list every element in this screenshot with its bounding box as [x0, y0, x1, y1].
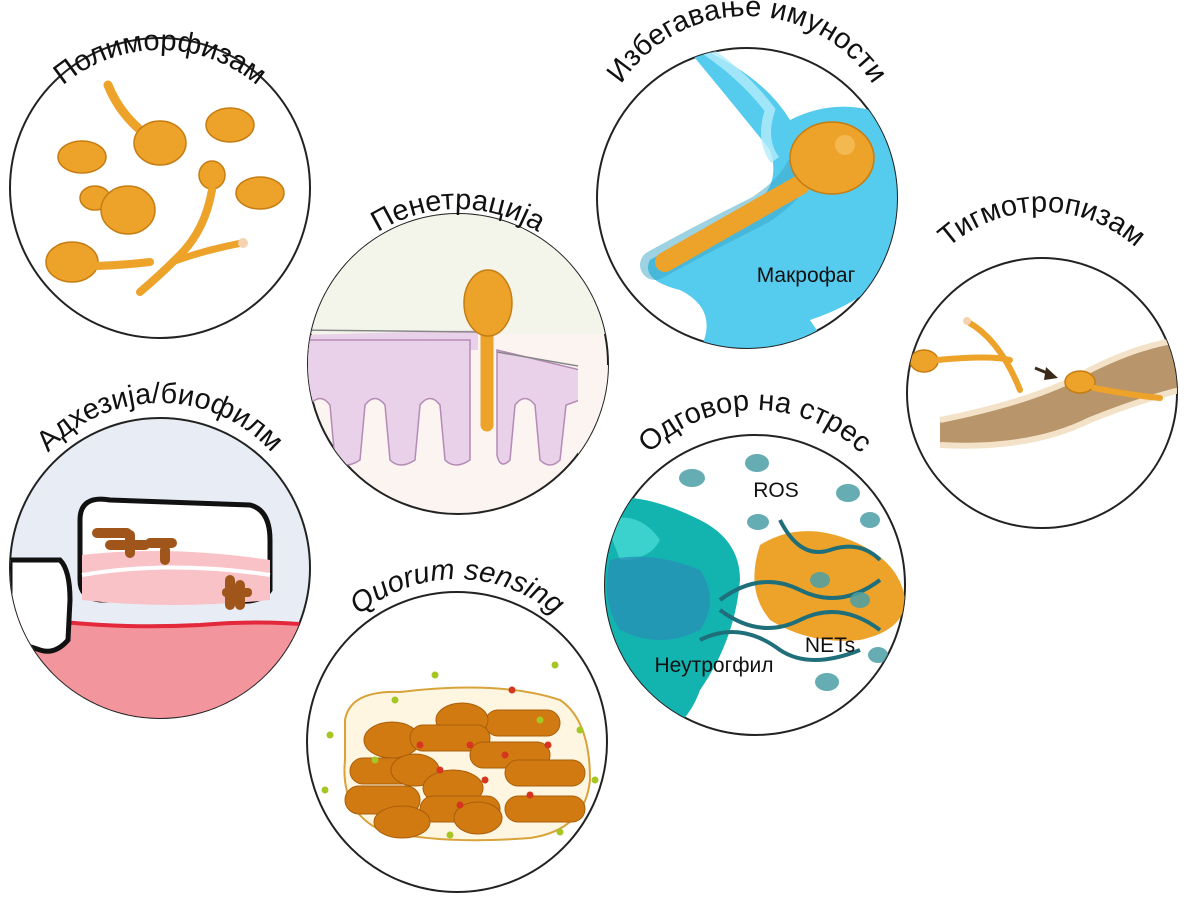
neutrophil-label: Неутрогфил — [654, 654, 773, 677]
penetration-panel: Пенетрација — [300, 184, 620, 514]
nets-label: NETs — [805, 634, 855, 657]
macrophage-label: Макрофаг — [757, 264, 856, 287]
thigmotropism-panel: Тигмотропизам — [907, 187, 1180, 528]
immune-evasion-panel: Макрофаг Избегавање имуности — [597, 0, 900, 350]
quorum-panel: Quorum sensing — [307, 554, 607, 892]
ros-label: ROS — [753, 479, 799, 502]
stress-panel: ROS NETs Неутрогфил Одговор на стрес — [600, 385, 905, 740]
adhesion-panel: Адхезија/биофилм — [10, 378, 310, 730]
polymorphism-panel: Полиморфизам — [10, 25, 310, 338]
thigmotropism-title: Тигмотропизам — [932, 187, 1151, 254]
